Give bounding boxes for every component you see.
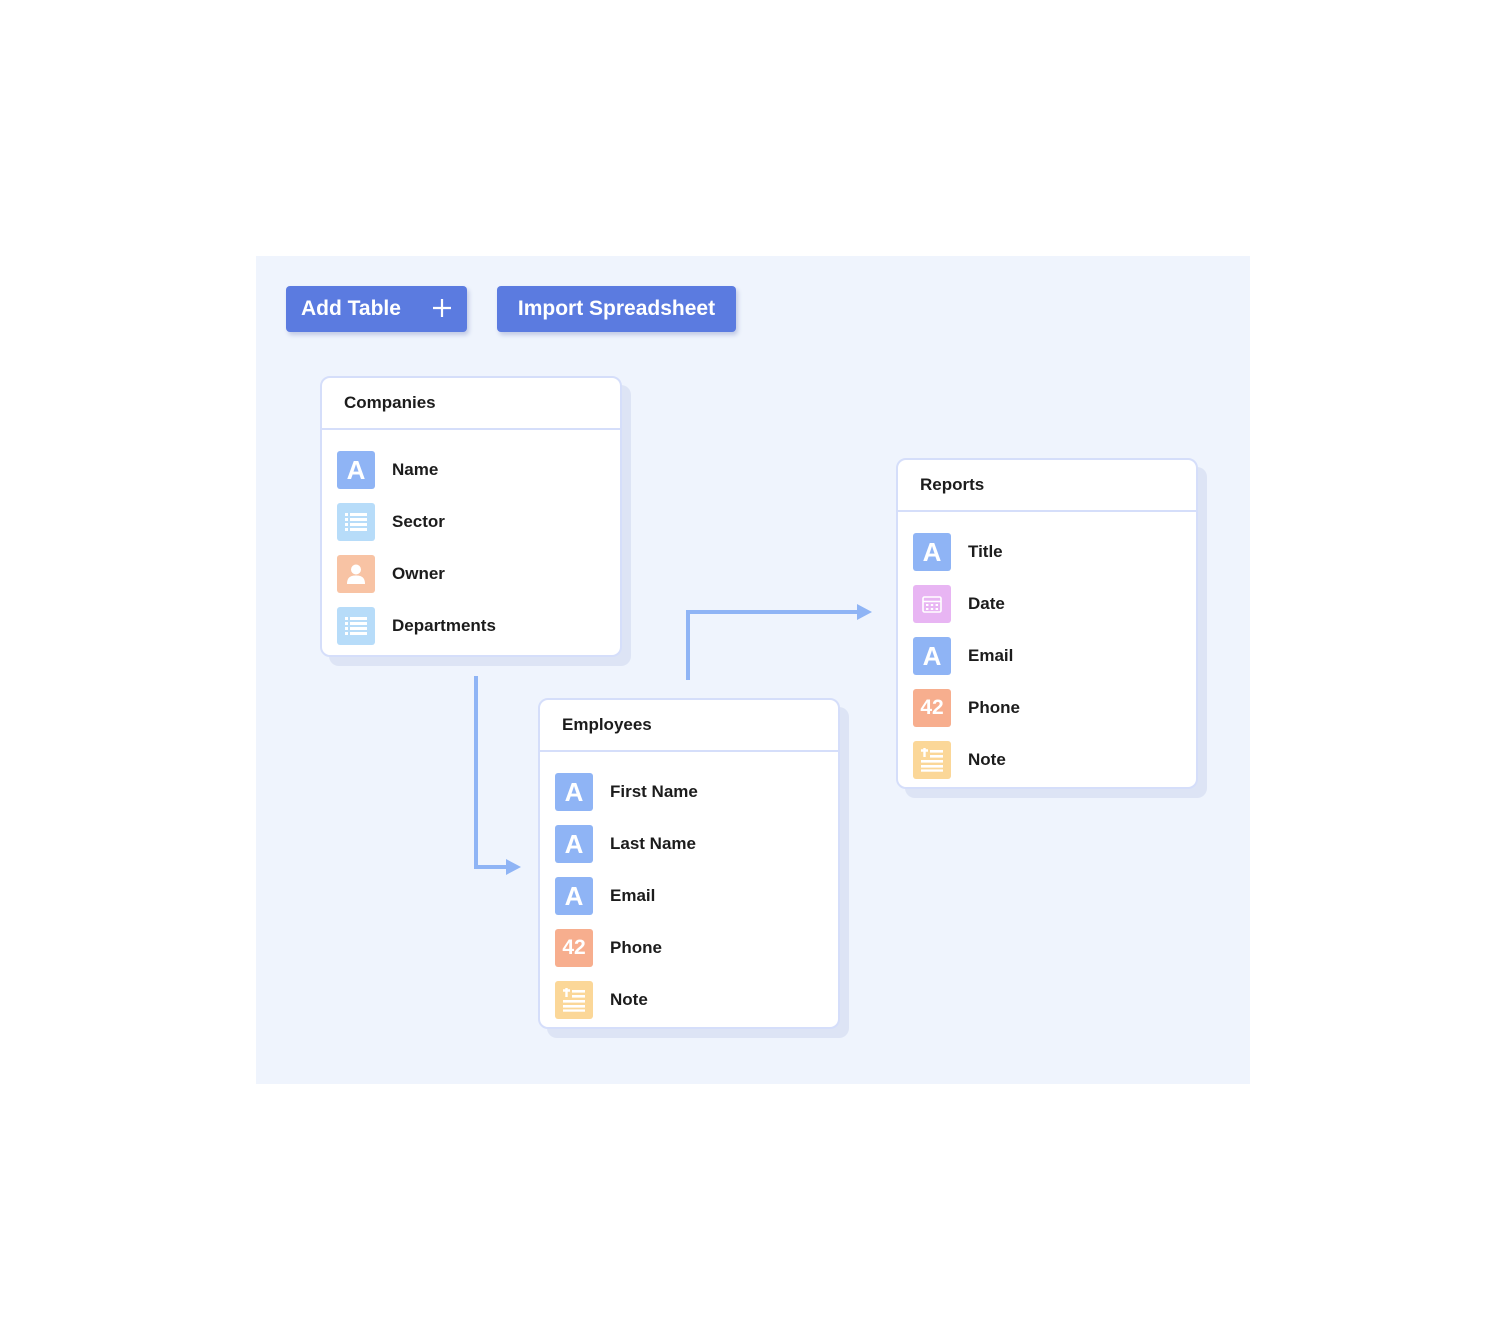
text-A-icon: A: [555, 877, 593, 915]
field-row-owner[interactable]: Owner: [322, 548, 620, 600]
table-card-reports[interactable]: Reports A Title Date A Email 42 Phone: [896, 458, 1198, 789]
text-A-icon: A: [913, 637, 951, 675]
field-label: Last Name: [610, 834, 696, 853]
field-label: Email: [610, 886, 656, 905]
note-icon: [555, 981, 593, 1019]
employees-to-reports-link: [686, 610, 859, 680]
field-label: Title: [968, 542, 1003, 561]
field-label: First Name: [610, 782, 698, 801]
text-A-icon: A: [555, 825, 593, 863]
add-table-label: Add Table: [301, 297, 401, 320]
table-title[interactable]: Companies: [322, 378, 620, 430]
field-row-phone[interactable]: 42 Phone: [898, 682, 1196, 734]
calendar-icon: [913, 585, 951, 623]
field-row-name[interactable]: A Name: [322, 444, 620, 496]
table-card-employees[interactable]: Employees A First Name A Last Name A Ema…: [538, 698, 840, 1029]
field-label: Note: [968, 750, 1006, 769]
field-row-note[interactable]: Note: [540, 974, 838, 1026]
plus-icon: [433, 299, 451, 317]
companies-to-employees-arrowhead: [506, 859, 521, 875]
import-spreadsheet-label: Import Spreadsheet: [517, 297, 716, 320]
field-row-first-name[interactable]: A First Name: [540, 766, 838, 818]
employees-to-reports-arrowhead: [857, 604, 872, 620]
field-label: Sector: [392, 512, 445, 531]
text-A-icon: A: [913, 533, 951, 571]
list-icon: [337, 503, 375, 541]
field-label: Email: [968, 646, 1014, 665]
number-icon: 42: [555, 929, 593, 967]
field-label: Owner: [392, 564, 445, 583]
user-icon: [337, 555, 375, 593]
table-card-companies[interactable]: Companies A Name Sector Owner: [320, 376, 622, 657]
add-table-button[interactable]: Add Table: [286, 286, 467, 332]
field-row-sector[interactable]: Sector: [322, 496, 620, 548]
relationship-connectors: [474, 604, 872, 875]
text-A-icon: A: [555, 773, 593, 811]
table-title[interactable]: Employees: [540, 700, 838, 752]
field-label: Phone: [968, 698, 1020, 717]
text-A-icon: A: [337, 451, 375, 489]
field-row-phone[interactable]: 42 Phone: [540, 922, 838, 974]
field-row-date[interactable]: Date: [898, 578, 1196, 630]
field-row-email[interactable]: A Email: [898, 630, 1196, 682]
field-label: Date: [968, 594, 1005, 613]
schema-canvas[interactable]: Add Table Import Spreadsheet Companies A…: [256, 256, 1250, 1084]
field-row-email[interactable]: A Email: [540, 870, 838, 922]
import-spreadsheet-button[interactable]: Import Spreadsheet: [497, 286, 736, 332]
field-label: Name: [392, 460, 439, 479]
field-row-last-name[interactable]: A Last Name: [540, 818, 838, 870]
list-icon: [337, 607, 375, 645]
number-icon: 42: [913, 689, 951, 727]
field-row-departments[interactable]: Departments: [322, 600, 620, 652]
table-title[interactable]: Reports: [898, 460, 1196, 512]
field-row-note[interactable]: Note: [898, 734, 1196, 786]
field-label: Note: [610, 990, 648, 1009]
field-label: Departments: [392, 616, 496, 635]
companies-to-employees-link: [474, 676, 508, 869]
field-row-title[interactable]: A Title: [898, 526, 1196, 578]
field-label: Phone: [610, 938, 662, 957]
note-icon: [913, 741, 951, 779]
